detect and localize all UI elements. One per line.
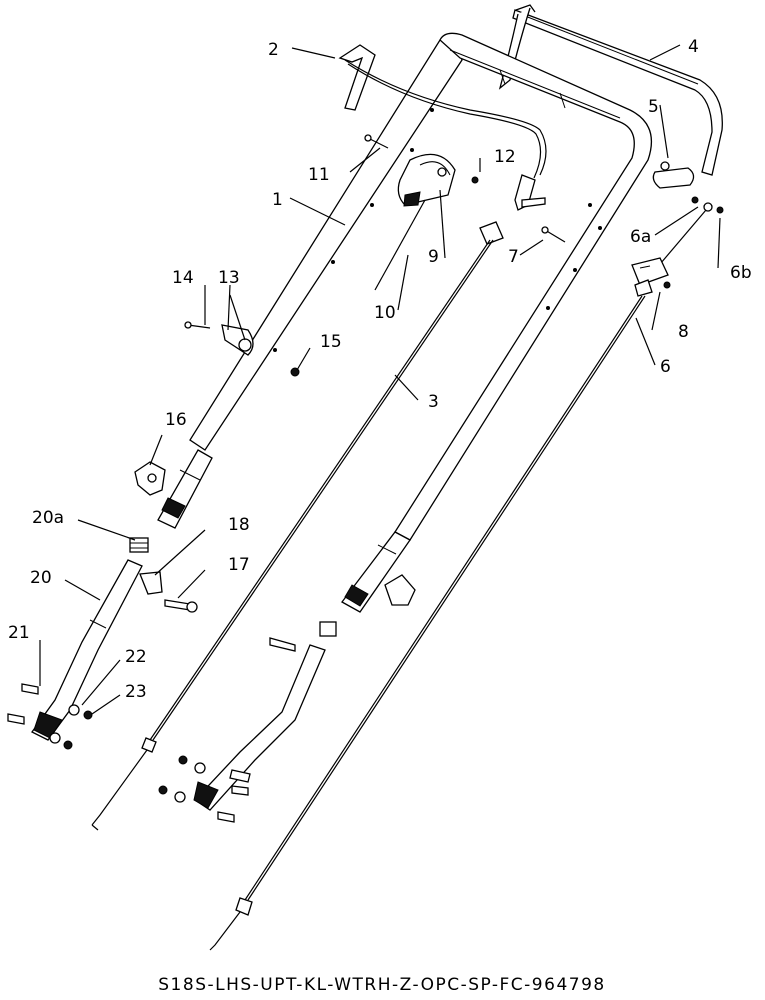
callout-9: 9 (428, 247, 439, 267)
callout-6b: 6b (730, 263, 752, 283)
callout-20a: 20a (32, 508, 64, 528)
part-3-cable (91, 221, 504, 831)
callout-20: 20 (30, 568, 52, 588)
callout-6: 6 (660, 357, 671, 377)
callout-5: 5 (648, 97, 659, 117)
part-6-drive-cable (209, 161, 724, 951)
leader-lines (39, 44, 721, 715)
callout-10: 10 (374, 303, 396, 323)
callout-12: 12 (494, 147, 516, 167)
callout-7: 7 (508, 247, 519, 267)
part-4-top-bar (498, 4, 723, 176)
callout-labels: 1 2 3 4 5 6 6a 6b 7 8 9 10 11 12 13 14 1… (8, 37, 752, 702)
callout-8: 8 (678, 322, 689, 342)
callout-6a: 6a (630, 227, 651, 247)
callout-18: 18 (228, 515, 250, 535)
fasteners (129, 134, 566, 652)
callout-15: 15 (320, 332, 342, 352)
part-20-lower-handle-left (7, 559, 143, 750)
callout-22: 22 (125, 647, 147, 667)
callout-3: 3 (428, 392, 439, 412)
callout-1: 1 (272, 190, 283, 210)
lower-handle-right (158, 644, 326, 823)
part-1-upper-handle (157, 32, 652, 613)
callout-2: 2 (268, 40, 279, 60)
callout-14: 14 (172, 268, 194, 288)
callout-23: 23 (125, 682, 147, 702)
callout-21: 21 (8, 623, 30, 643)
callout-11: 11 (308, 165, 330, 185)
part-2-bail-lever (338, 44, 547, 211)
callout-16: 16 (165, 410, 187, 430)
drawing-code: S18S-LHS-UPT-KL-WTRH-Z-OPC-SP-FC-964798 (158, 975, 605, 995)
callout-17: 17 (228, 555, 250, 575)
part-9-control-housing (374, 153, 479, 291)
callout-4: 4 (688, 37, 699, 57)
callout-13: 13 (218, 268, 240, 288)
